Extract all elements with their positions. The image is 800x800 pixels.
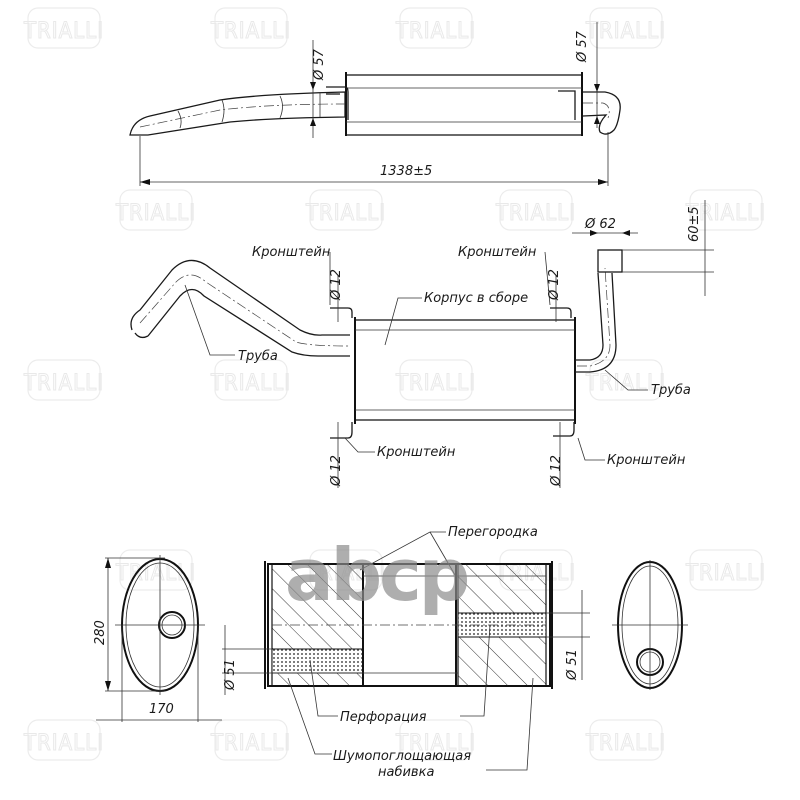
svg-text:Ø 51: Ø 51 — [223, 659, 238, 691]
svg-text:Ø 12: Ø 12 — [549, 455, 564, 487]
middle-view: Кронштейн Кронштейн Корпус в сборе Труба… — [130, 200, 714, 488]
top-view: Ø 57 Ø 57 1338±5 — [129, 22, 621, 186]
svg-text:Ø 57: Ø 57 — [312, 48, 327, 81]
pipe-label-left: Труба — [238, 349, 278, 364]
bottom-view: 280 170 Ø 51 Ø 51 — [93, 525, 688, 780]
svg-text:Ø 51: Ø 51 — [565, 649, 580, 681]
bracket-label-bottom-left: Кронштейн — [377, 445, 456, 460]
baffle-label: Перегородка — [448, 525, 538, 540]
svg-text:60±5: 60±5 — [687, 206, 702, 242]
svg-text:280: 280 — [93, 620, 108, 645]
packing-label-line1: Шумопоглощающая — [333, 749, 471, 764]
svg-text:Ø 62: Ø 62 — [584, 217, 616, 232]
bracket-label-top-right: Кронштейн — [458, 245, 537, 260]
svg-text:Ø 12: Ø 12 — [329, 269, 344, 301]
svg-text:170: 170 — [149, 702, 174, 717]
perforation-label: Перфорация — [340, 710, 427, 725]
body-assembly-label: Корпус в сборе — [424, 291, 528, 306]
pipe-label-right: Труба — [651, 383, 691, 398]
svg-text:Ø 57: Ø 57 — [575, 30, 590, 63]
bracket-label-bottom-right: Кронштейн — [607, 453, 686, 468]
overall-length-label: 1338±5 — [380, 164, 432, 179]
packing-label-line2: набивка — [378, 765, 434, 780]
svg-text:Ø 12: Ø 12 — [547, 269, 562, 301]
bracket-label-top-left: Кронштейн — [252, 245, 331, 260]
svg-text:Ø 12: Ø 12 — [329, 455, 344, 487]
abcp-watermark-logo: abcp — [285, 533, 468, 617]
